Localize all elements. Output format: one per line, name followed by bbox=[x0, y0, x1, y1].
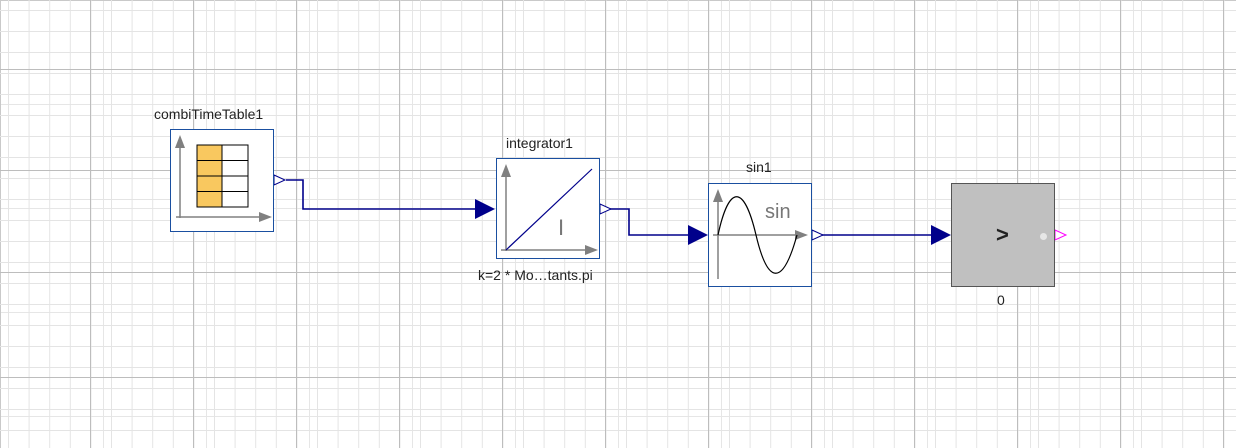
sin-output-port[interactable] bbox=[811, 229, 825, 241]
greater-output-port[interactable] bbox=[1054, 229, 1068, 241]
sin-block[interactable]: sin bbox=[708, 183, 812, 287]
greater-block[interactable]: > bbox=[951, 183, 1055, 287]
integrator-input-port[interactable] bbox=[475, 199, 495, 219]
connection-combitimetable-integrator[interactable] bbox=[286, 179, 478, 210]
connection-integrator-sin[interactable] bbox=[610, 208, 690, 236]
integrator-block[interactable]: I bbox=[496, 158, 600, 259]
combitimetable-block[interactable] bbox=[170, 129, 274, 232]
boolean-output-indicator bbox=[1040, 233, 1047, 240]
combitimetable-name: combiTimeTable1 bbox=[154, 106, 264, 122]
sin-glyph: sin bbox=[765, 201, 791, 223]
sine-wave-icon bbox=[713, 189, 808, 279]
greater-threshold: 0 bbox=[997, 292, 1005, 308]
integrator-icon bbox=[501, 164, 598, 255]
table-icon bbox=[175, 135, 272, 222]
integrator-parameter: k=2 * Mo…tants.pi bbox=[478, 267, 593, 283]
greater-glyph: > bbox=[996, 222, 1009, 247]
integrator-glyph: I bbox=[558, 215, 565, 240]
greater-input-port[interactable] bbox=[931, 225, 951, 245]
sin-name: sin1 bbox=[746, 159, 772, 175]
combitimetable-output-port[interactable] bbox=[273, 174, 287, 186]
integrator-output-port[interactable] bbox=[599, 203, 613, 215]
sin-input-port[interactable] bbox=[688, 225, 708, 245]
integrator-name: integrator1 bbox=[506, 135, 573, 151]
